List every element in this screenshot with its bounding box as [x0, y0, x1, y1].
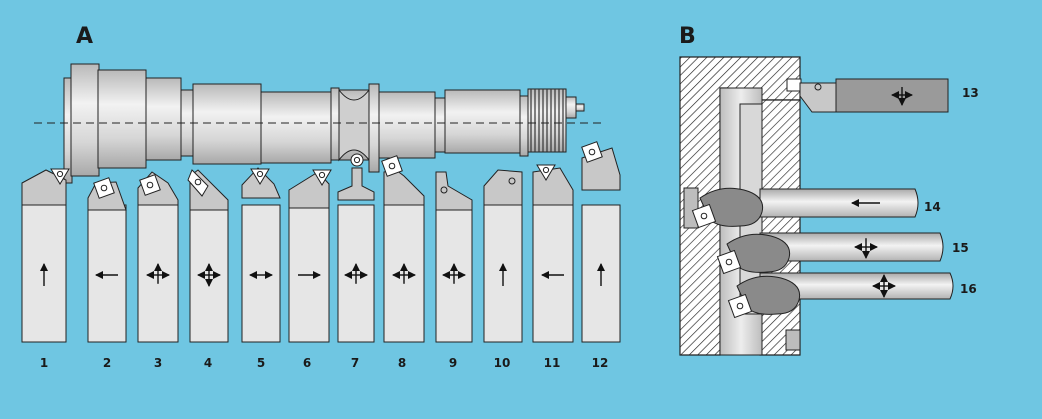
tool-number-6: 6 [302, 356, 312, 370]
workpiece-segment [434, 97, 446, 153]
insert-hole [146, 181, 154, 189]
insert-square [381, 155, 403, 177]
tool-shank [21, 204, 67, 343]
insert-hole [100, 184, 108, 192]
tool-number-7: 7 [350, 356, 360, 370]
insert-hole [388, 162, 396, 170]
tool-number-12: 12 [591, 356, 609, 370]
workpiece-segment [519, 95, 529, 157]
tool-13 [799, 78, 949, 113]
tool-number-3: 3 [153, 356, 163, 370]
insert-square [691, 203, 717, 229]
insert-hole [736, 302, 744, 310]
insert-hole [256, 170, 264, 178]
insert-hole [353, 156, 361, 164]
tool-6 [288, 169, 332, 343]
tool-number-1: 1 [39, 356, 49, 370]
insert-square [727, 293, 753, 319]
workpiece-segment [260, 91, 332, 164]
boring-bar-head [699, 187, 764, 227]
insert-square [93, 177, 115, 199]
insert-hole [56, 170, 64, 178]
tool-number-4: 4 [203, 356, 213, 370]
insert-square [139, 174, 161, 196]
insert-hole [542, 166, 550, 174]
tool-number-15: 15 [952, 241, 969, 255]
tool-8 [381, 155, 425, 343]
tool-10 [483, 169, 523, 343]
boring-bar-head [726, 233, 791, 273]
tool-number-2: 2 [102, 356, 112, 370]
tool-16 [727, 272, 954, 319]
workpiece-segment [70, 63, 100, 177]
tool-shank [288, 204, 330, 343]
workpiece-segment [145, 77, 182, 161]
insert-hole [700, 212, 708, 220]
insert-diamond [187, 169, 209, 197]
tool-15 [716, 232, 944, 275]
workpiece [34, 63, 606, 184]
tool-9 [435, 171, 473, 343]
tool-number-13: 13 [962, 86, 979, 100]
tool-1 [21, 168, 70, 343]
insert-hole [194, 178, 202, 186]
tool-head [435, 171, 473, 211]
insert-hole [814, 83, 822, 91]
tool-7 [337, 153, 375, 343]
workpiece-segment [575, 103, 585, 112]
tool-number-5: 5 [256, 356, 266, 370]
tool-number-9: 9 [448, 356, 458, 370]
tool-shank [87, 204, 127, 343]
workpiece-segment [565, 96, 577, 119]
tool-5 [241, 167, 281, 343]
tool-head [288, 171, 330, 209]
workpiece-segment [368, 83, 380, 173]
workpiece-segment [444, 89, 521, 154]
tool-4 [187, 169, 229, 343]
insert-13 [786, 78, 802, 92]
tool-12 [581, 141, 621, 343]
tool-number-11: 11 [543, 356, 561, 370]
workpiece-segment [378, 91, 436, 159]
tool-shank [532, 204, 574, 343]
workpiece-segment [192, 83, 262, 165]
tool-shank [241, 204, 281, 343]
tool-number-14: 14 [924, 200, 941, 214]
boring-bar-head [736, 275, 801, 315]
insert-square [716, 249, 742, 275]
panel-b-label: B [679, 24, 696, 49]
insert-hole [725, 258, 733, 266]
boring-bar-shank [759, 188, 919, 218]
insert-round [350, 153, 364, 167]
workpiece-segment [330, 87, 340, 161]
tool-number-10: 10 [493, 356, 511, 370]
tool-head [21, 169, 67, 206]
insert-square [581, 141, 603, 163]
insert-hole [508, 177, 516, 185]
bore-recess [683, 187, 699, 229]
bore-notch [785, 329, 801, 351]
tool-head [532, 167, 574, 206]
tool-number-8: 8 [397, 356, 407, 370]
tool-head [337, 167, 375, 201]
tool-14 [691, 187, 919, 229]
tool-head [799, 82, 837, 113]
tool-2 [87, 177, 127, 343]
boring-bar-shank [759, 232, 944, 262]
boring-bar-shank [759, 272, 954, 300]
workpiece-groove [338, 88, 370, 162]
tool-number-16: 16 [960, 282, 977, 296]
panel-a-label: A [76, 24, 94, 49]
insert-hole [318, 171, 326, 179]
tool-3 [137, 171, 179, 343]
tool-11 [532, 164, 574, 343]
insert-hole [588, 148, 596, 156]
tool-head [483, 169, 523, 206]
workpiece-segment [97, 69, 147, 169]
housing-wall-right [759, 99, 801, 356]
insert-hole [440, 186, 448, 194]
